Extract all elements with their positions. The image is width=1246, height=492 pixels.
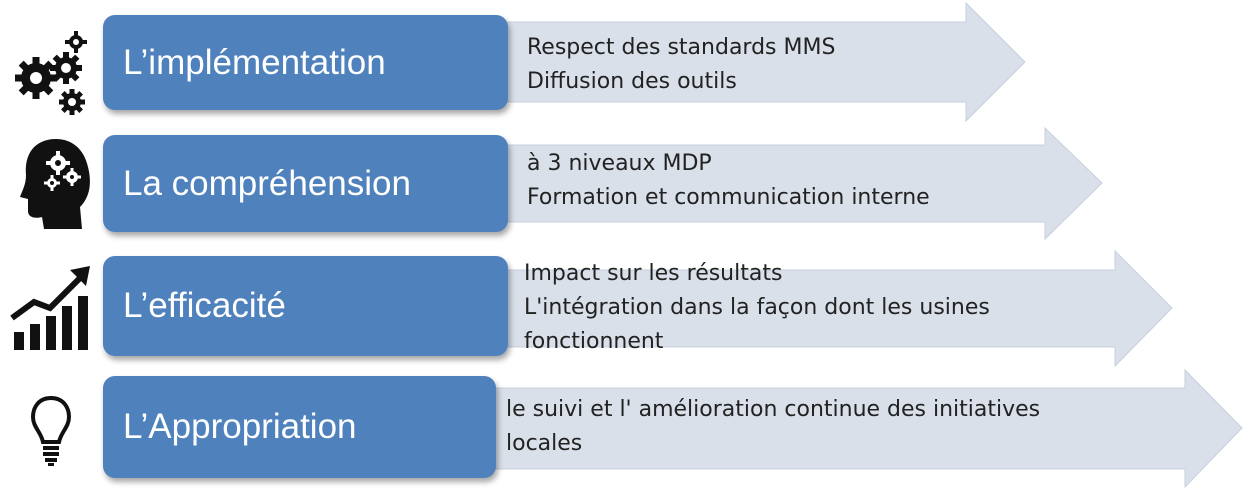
desc-implementation: Respect des standards MMS Diffusion des … (527, 31, 835, 99)
desc-line: fonctionnent (524, 329, 664, 354)
row-efficacite: L’efficacité Impact sur les résultats L'… (0, 248, 1246, 370)
title-box-comprehension: La compréhension (103, 135, 508, 232)
row-appropriation: L’Appropriation le suivi et l' améliorat… (0, 368, 1246, 492)
desc-line: Diffusion des outils (527, 69, 737, 94)
desc-line: Respect des standards MMS (527, 35, 836, 60)
lightbulb-icon (30, 395, 72, 466)
title-box-appropriation: L’Appropriation (103, 376, 496, 478)
title-comprehension: La compréhension (123, 163, 411, 203)
desc-line: à 3 niveaux MDP (527, 151, 712, 176)
desc-line: Formation et communication interne (527, 185, 930, 210)
row-comprehension: La compréhension à 3 niveaux MDP Formati… (0, 125, 1246, 243)
gears-icon (15, 31, 87, 115)
desc-line: locales (506, 431, 583, 456)
title-box-efficacite: L’efficacité (103, 256, 508, 356)
arrow-appropriation (489, 368, 1243, 489)
desc-line: L'intégration dans la façon dont les usi… (524, 295, 990, 320)
title-implementation: L’implémentation (123, 42, 386, 82)
growth-chart-icon (10, 266, 90, 350)
arrow-comprehension (489, 126, 1103, 241)
head-gears-icon (20, 139, 90, 229)
desc-comprehension: à 3 niveaux MDP Formation et communicati… (527, 147, 930, 215)
arrow-efficacite (494, 249, 1173, 368)
title-appropriation: L’Appropriation (123, 407, 357, 446)
row-implementation: L’implémentation Respect des standards M… (0, 0, 1246, 122)
desc-line: Impact sur les résultats (524, 261, 783, 286)
title-box-implementation: L’implémentation (103, 15, 508, 110)
desc-efficacite: Impact sur les résultats L'intégration d… (524, 257, 990, 359)
arrow-implementation (489, 1, 1026, 122)
desc-line: le suivi et l' amélioration continue des… (506, 397, 1041, 422)
title-efficacite: L’efficacité (123, 286, 286, 325)
desc-appropriation: le suivi et l' amélioration continue des… (506, 393, 1040, 461)
